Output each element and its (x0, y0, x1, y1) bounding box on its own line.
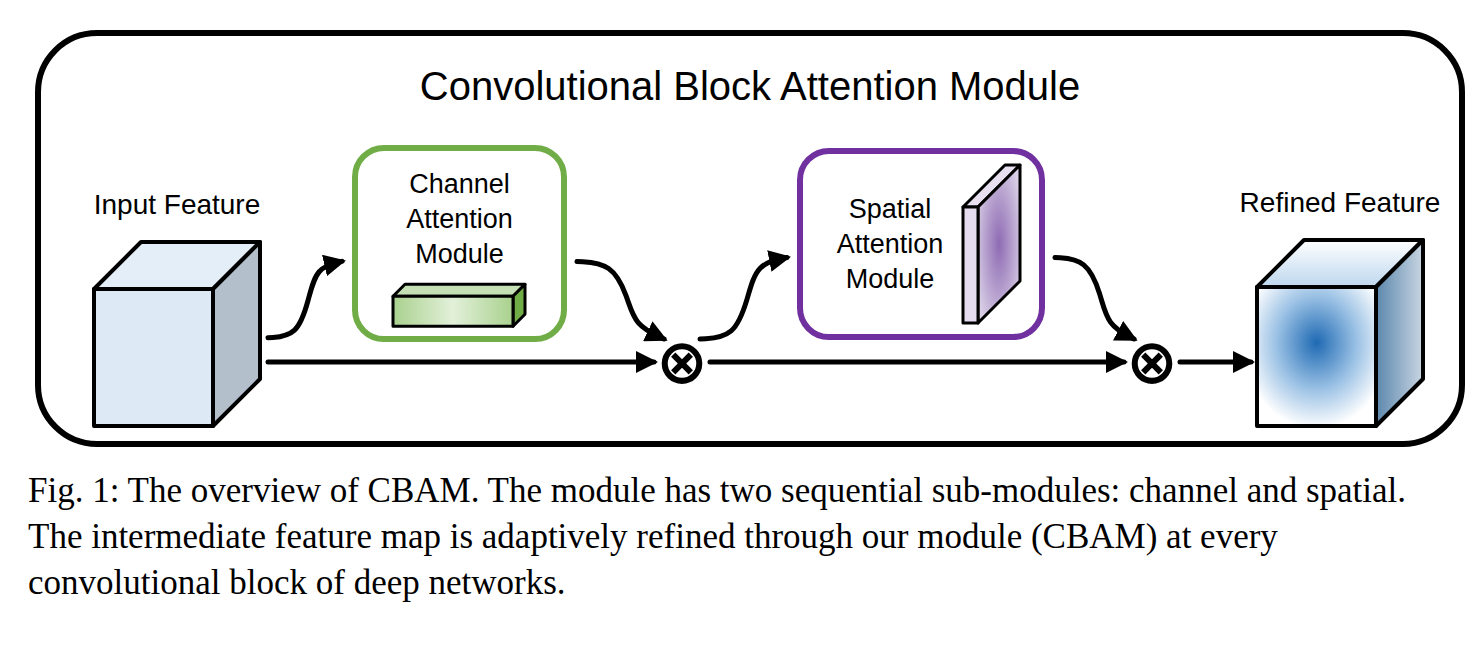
flow-arrow (577, 261, 664, 339)
figure-caption: Fig. 1: The overview of CBAM. The module… (28, 468, 1468, 607)
module-title: Convolutional Block Attention Module (41, 62, 1459, 110)
flow-arrow (700, 257, 787, 339)
multiply-symbol: ⊗ (656, 331, 708, 393)
multiply-symbol: ⊗ (1126, 331, 1178, 393)
feature-cube: Input Feature (92, 240, 262, 428)
flow-arrow (268, 261, 342, 337)
multiply-node: ⊗ (1126, 331, 1178, 393)
module-frame: Input Feature Channel Attention Module ⊗ Sp… (35, 30, 1465, 447)
module-label: Spatial Attention Module (811, 192, 969, 297)
feature-cube: Refined Feature (1255, 238, 1425, 428)
flow-arrow (1180, 360, 1251, 365)
flow-arrow (710, 360, 1124, 365)
feature-label: Refined Feature (1240, 186, 1441, 220)
feature-cube-drawing (1255, 238, 1425, 428)
multiply-node: ⊗ (656, 331, 708, 393)
spatial-attention-box: Spatial Attention Module (797, 148, 1045, 340)
flow-arrow (268, 360, 654, 365)
feature-label: Input Feature (94, 188, 261, 222)
feature-cube-drawing (92, 240, 262, 428)
channel-attention-box: Channel Attention Module (352, 145, 567, 342)
flow-arrow (1055, 257, 1134, 339)
module-label: Channel Attention Module (358, 167, 561, 272)
